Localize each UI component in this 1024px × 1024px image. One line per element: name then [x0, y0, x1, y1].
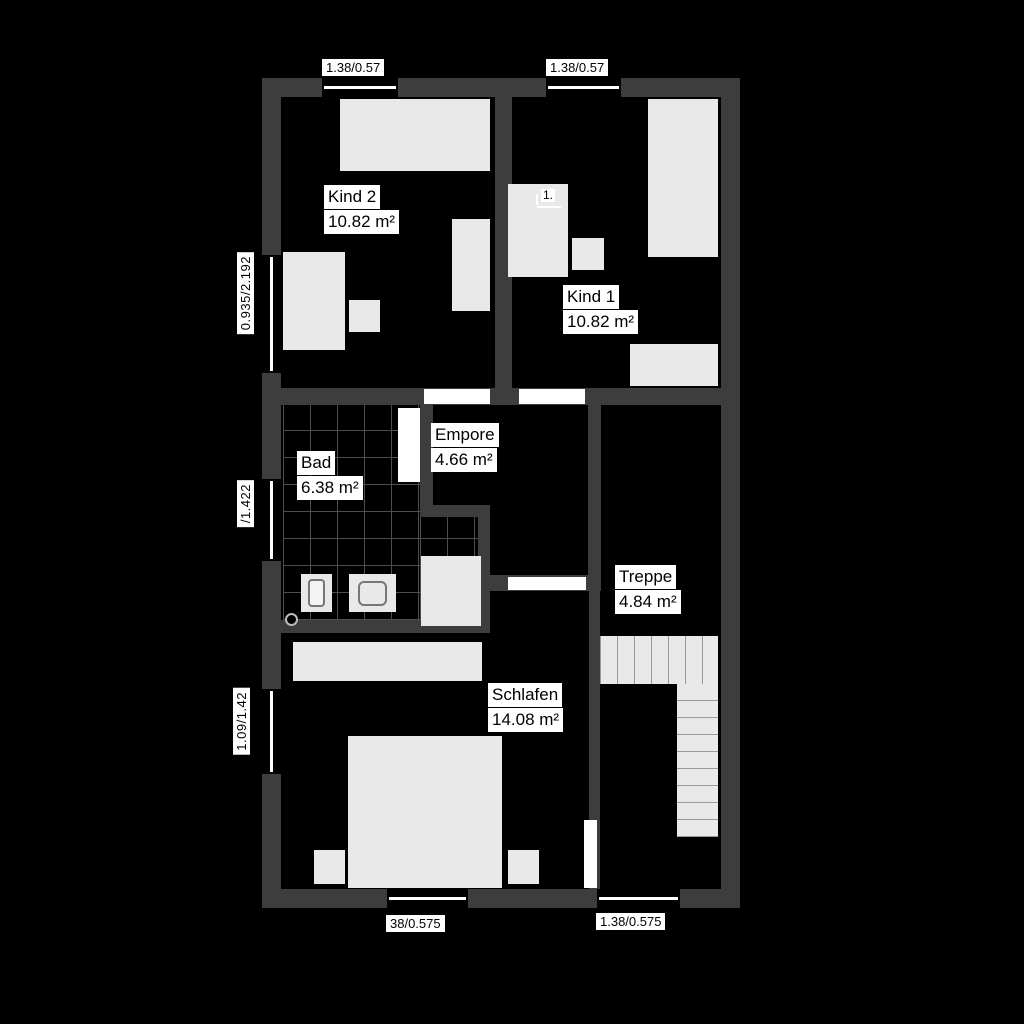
dimension-bottom-left: 38/0.575 — [386, 915, 445, 932]
dimension-left-upper: 0.935/2.192 — [237, 252, 254, 335]
room-area: 14.08 m² — [488, 708, 564, 732]
dimension-top-left: 1.38/0.57 — [322, 59, 385, 76]
door-schlafen — [508, 577, 586, 590]
wall-outer-right — [721, 78, 740, 908]
bad-sink — [349, 574, 396, 612]
kind2-bed — [340, 99, 490, 171]
wall-schlafen-east — [589, 591, 600, 889]
dimension-bottom-right: 1.38/0.575 — [596, 913, 666, 930]
room-label-bad: Bad 6.38 m² — [297, 451, 363, 500]
wall-kids-divider — [495, 97, 512, 389]
room-name: Empore — [431, 423, 499, 447]
window-glass-icon — [324, 86, 396, 89]
window-top-left — [322, 78, 398, 97]
kind2-wardrobe — [452, 219, 490, 311]
toilet-bowl-icon — [308, 579, 325, 607]
kind1-nightstand — [572, 238, 604, 270]
room-name: Bad — [297, 451, 336, 475]
floor-drain-icon — [285, 613, 298, 626]
kind2-desk — [283, 252, 345, 350]
dimension-line — [537, 206, 561, 208]
kind2-side-table — [349, 300, 380, 332]
window-left-lower — [262, 689, 281, 774]
room-label-schlafen: Schlafen 14.08 m² — [488, 683, 564, 732]
room-area: 4.66 m² — [431, 448, 497, 472]
kind1-bed — [508, 184, 568, 277]
stairs-lower-run — [677, 684, 718, 837]
room-label-kind-2: Kind 2 10.82 m² — [324, 185, 400, 234]
room-name: Treppe — [615, 565, 677, 589]
room-area: 10.82 m² — [563, 310, 639, 334]
window-glass-icon — [270, 691, 273, 772]
wall-empore-treppe — [588, 397, 601, 591]
schlafen-wardrobe — [293, 642, 482, 681]
room-area: 4.84 m² — [615, 590, 681, 614]
window-top-right — [546, 78, 621, 97]
bed-dimension-mark: 1. — [541, 188, 556, 202]
window-glass-icon — [270, 481, 273, 559]
door-kind2 — [424, 389, 490, 404]
bad-toilet — [301, 574, 332, 612]
door-schlafen-east-leaf — [584, 820, 597, 888]
bad-shower — [421, 556, 481, 626]
room-name: Kind 2 — [324, 185, 381, 209]
wall-bad-east-upper — [420, 397, 433, 512]
kind1-wardrobe — [648, 99, 718, 257]
schlafen-nightstand-left — [314, 850, 345, 884]
room-name: Kind 1 — [563, 285, 620, 309]
room-label-empore: Empore 4.66 m² — [431, 423, 499, 472]
window-left-upper — [262, 255, 281, 373]
room-area: 6.38 m² — [297, 476, 363, 500]
dimension-left-lower: 1.09/1.42 — [233, 688, 250, 755]
sink-basin-icon — [358, 581, 387, 606]
dimension-top-right: 1.38/0.57 — [546, 59, 609, 76]
schlafen-bed — [348, 736, 502, 888]
dimension-left-middle: /1.422 — [237, 480, 254, 528]
schlafen-nightstand-right — [508, 850, 539, 884]
window-glass-icon — [599, 897, 678, 900]
kind1-dresser — [630, 344, 718, 386]
room-name: Schlafen — [488, 683, 563, 707]
room-label-treppe: Treppe 4.84 m² — [615, 565, 681, 614]
window-glass-icon — [270, 257, 273, 371]
window-glass-icon — [548, 86, 619, 89]
door-kind1 — [519, 389, 585, 404]
window-bottom-left — [387, 889, 468, 908]
room-label-kind-1: Kind 1 10.82 m² — [563, 285, 639, 334]
wall-bad-jog — [420, 505, 490, 517]
window-left-middle — [262, 479, 281, 561]
room-area: 10.82 m² — [324, 210, 400, 234]
wall-mid-horizontal — [281, 388, 721, 405]
window-bottom-right — [597, 889, 680, 908]
window-glass-icon — [389, 897, 466, 900]
door-bad-leaf — [398, 408, 420, 482]
stairs-upper-run — [600, 636, 718, 684]
dimension-tick — [536, 194, 538, 205]
wall-bad-east-lower — [478, 505, 490, 632]
